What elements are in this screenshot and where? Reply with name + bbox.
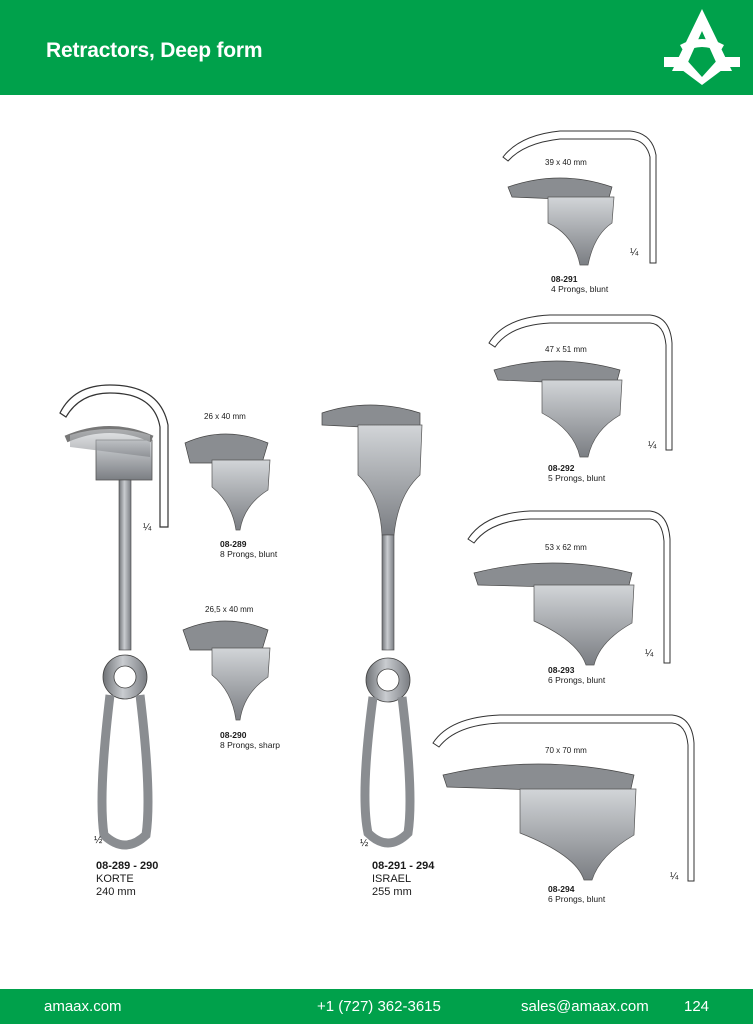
08-293-dimension: 53 x 62 mm xyxy=(545,543,587,552)
08-293-image xyxy=(467,510,671,666)
08-290-desc: 8 Prongs, sharp xyxy=(220,740,281,750)
israel-length: 255 mm xyxy=(372,886,412,898)
korte-length: 240 mm xyxy=(96,886,136,898)
08-291-scale: ¼ xyxy=(630,247,639,258)
08-289-dimension: 26 x 40 mm xyxy=(204,412,246,421)
08-292-code: 08-292 xyxy=(548,463,575,473)
korte-retractor-image xyxy=(59,384,169,850)
israel-label: 08-291 - 294 ISRAEL 255 mm xyxy=(372,860,434,899)
08-293-code: 08-293 xyxy=(548,665,575,675)
08-289-code: 08-289 xyxy=(220,539,247,549)
footer-email-link[interactable]: sales@amaax.com xyxy=(521,998,649,1015)
08-294-code: 08-294 xyxy=(548,884,575,894)
instrument-illustrations xyxy=(59,130,695,882)
korte-label: 08-289 - 290 KORTE 240 mm xyxy=(96,860,158,899)
08-291-desc: 4 Prongs, blunt xyxy=(551,284,609,294)
08-291-image xyxy=(502,130,657,266)
footer-website-link[interactable]: amaax.com xyxy=(44,998,122,1015)
08-292-scale: ¼ xyxy=(648,440,657,451)
page-number: 124 xyxy=(684,998,710,1015)
08-294-image xyxy=(432,714,695,882)
israel-name: ISRAEL xyxy=(372,873,412,885)
08-289-label: 08-289 8 Prongs, blunt xyxy=(220,539,277,559)
korte-range: 08-289 - 290 xyxy=(96,860,159,872)
08-290-label: 08-290 8 Prongs, sharp xyxy=(220,730,280,750)
amaax-logo xyxy=(664,9,740,85)
08-292-label: 08-292 5 Prongs, blunt xyxy=(548,463,605,483)
08-289-head-image xyxy=(184,433,271,531)
page-header: Retractors, Deep form xyxy=(0,0,753,95)
korte-full-scale: ½ xyxy=(94,835,103,846)
08-293-label: 08-293 6 Prongs, blunt xyxy=(548,665,605,685)
korte-name: KORTE xyxy=(96,873,134,885)
08-291-dimension: 39 x 40 mm xyxy=(545,158,587,167)
08-290-head-image xyxy=(182,620,271,721)
08-292-desc: 5 Prongs, blunt xyxy=(548,473,606,483)
08-294-label: 08-294 6 Prongs, blunt xyxy=(548,884,605,904)
israel-full-scale: ½ xyxy=(360,838,369,849)
catalog-body: 39 x 40 mm 47 x 51 mm 53 x 62 mm 70 x 70… xyxy=(0,95,753,989)
08-289-desc: 8 Prongs, blunt xyxy=(220,549,278,559)
08-294-desc: 6 Prongs, blunt xyxy=(548,894,606,904)
korte-side-scale: ¼ xyxy=(143,522,152,533)
footer-phone: +1 (727) 362-3615 xyxy=(317,998,441,1015)
08-293-desc: 6 Prongs, blunt xyxy=(548,675,606,685)
08-292-image xyxy=(488,314,673,458)
israel-retractor-image xyxy=(321,404,423,848)
page-footer: amaax.com +1 (727) 362-3615 sales@amaax.… xyxy=(0,989,753,1024)
08-294-dimension: 70 x 70 mm xyxy=(545,746,587,755)
08-291-label: 08-291 4 Prongs, blunt xyxy=(551,274,608,294)
page-title: Retractors, Deep form xyxy=(46,39,263,62)
08-291-code: 08-291 xyxy=(551,274,578,284)
08-290-dimension: 26,5 x 40 mm xyxy=(205,605,254,614)
08-290-code: 08-290 xyxy=(220,730,247,740)
israel-range: 08-291 - 294 xyxy=(372,860,435,872)
08-292-dimension: 47 x 51 mm xyxy=(545,345,587,354)
08-294-scale: ¼ xyxy=(670,871,679,882)
08-293-scale: ¼ xyxy=(645,648,654,659)
